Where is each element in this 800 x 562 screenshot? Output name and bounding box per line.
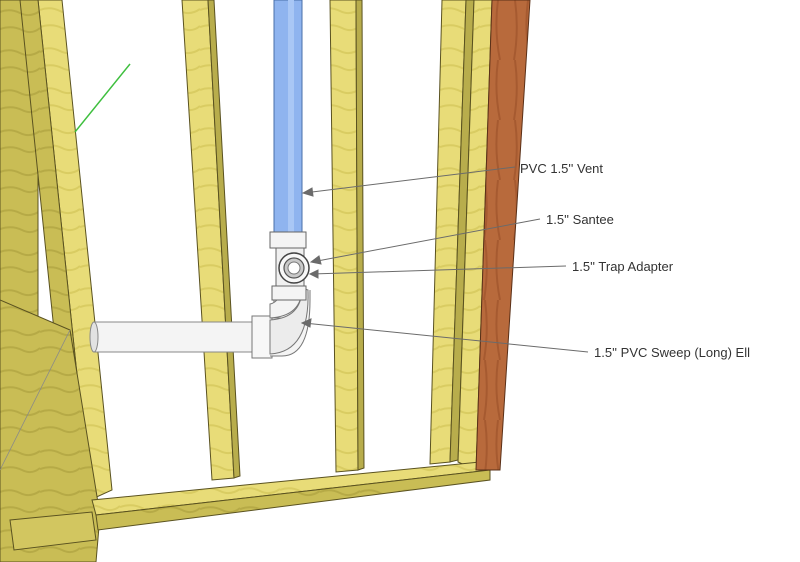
end-board (475, 0, 531, 471)
corner-block-top (9, 511, 97, 551)
corner-block (0, 299, 101, 562)
trap-adapter-bore (287, 261, 301, 275)
leader-santee (311, 218, 541, 263)
axis-line-faint (0, 329, 71, 471)
label-trap-adapter: 1.5'' Trap Adapter (572, 259, 674, 274)
leader-sweep (303, 322, 589, 353)
leader-trap (311, 265, 567, 275)
leader-vent-arrow (301, 187, 314, 197)
sweep-ell-outer (269, 287, 309, 355)
label-vent: PVC 1.5'' Vent (520, 161, 603, 176)
axis-line (74, 63, 131, 133)
sweep-ell-hub (251, 315, 273, 359)
leader-vent (303, 166, 516, 194)
leader-trap-arrow (308, 269, 319, 279)
stud-2 (329, 0, 359, 473)
label-sweep-ell: 1.5'' PVC Sweep (Long) Ell (594, 345, 750, 360)
label-santee: 1.5'' Santee (546, 212, 614, 227)
santee-top-hub (269, 231, 307, 249)
santee-bottom-hub (271, 285, 307, 301)
drain-pipe-end (89, 321, 99, 353)
drain-pipe (93, 321, 255, 353)
stud-2-side (355, 0, 365, 471)
vent-pipe-highlight (288, 0, 294, 236)
bottom-plate-face (95, 469, 491, 531)
callout-leaders (300, 166, 589, 353)
leader-santee-arrow (309, 255, 322, 265)
leader-sweep-arrow (300, 318, 312, 328)
bottom-plate (91, 461, 492, 516)
stud-1-side (207, 0, 241, 479)
